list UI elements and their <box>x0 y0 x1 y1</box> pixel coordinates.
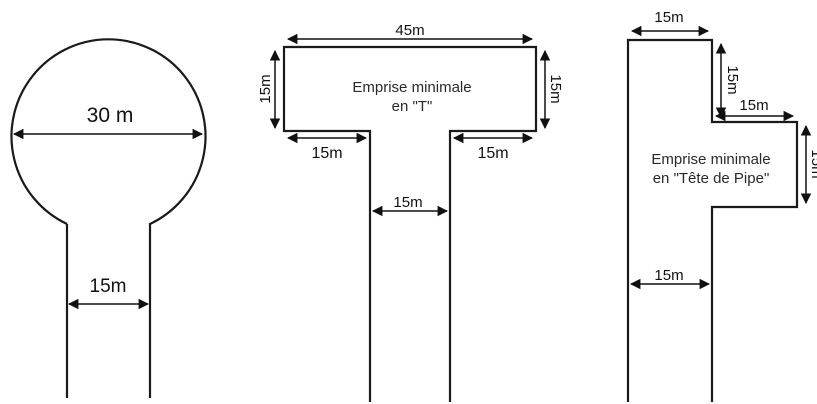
t-shape-caption-line2: en "T" <box>392 98 433 115</box>
t-left-arm-label: 15m <box>311 145 342 162</box>
roundabout-turnaround: 30 m 15m <box>10 38 207 398</box>
pipe-head-height-label: 15m <box>808 149 817 178</box>
t-turnaround: Emprise minimale en "T" 45m 15m 15m 15m … <box>257 22 564 402</box>
t-right-height-label: 15m <box>547 74 564 103</box>
roundabout-road-width-label: 15m <box>90 276 127 297</box>
t-left-height-label: 15m <box>257 74 274 103</box>
pipe-shape-caption-line2: en "Tête de Pipe" <box>653 170 770 187</box>
pipe-shape-caption-line1: Emprise minimale <box>651 151 770 168</box>
t-shape-caption-line1: Emprise minimale <box>352 79 471 96</box>
roundabout-diameter-label: 30 m <box>87 104 134 127</box>
pipe-head-turnaround: Emprise minimale en "Tête de Pipe" 15m 1… <box>626 9 817 402</box>
pipe-step-width-label: 15m <box>739 97 768 114</box>
t-right-arm-label: 15m <box>477 145 508 162</box>
pipe-top-width-label: 15m <box>654 9 683 26</box>
pipe-shape-outline <box>626 38 799 402</box>
roundabout-outline <box>10 38 207 398</box>
pipe-upper-height-label: 15m <box>724 65 741 94</box>
t-road-width-label: 15m <box>393 194 422 211</box>
t-top-width-label: 45m <box>395 22 424 39</box>
t-shape-outline <box>282 45 538 402</box>
pipe-road-width-label: 15m <box>654 267 683 284</box>
